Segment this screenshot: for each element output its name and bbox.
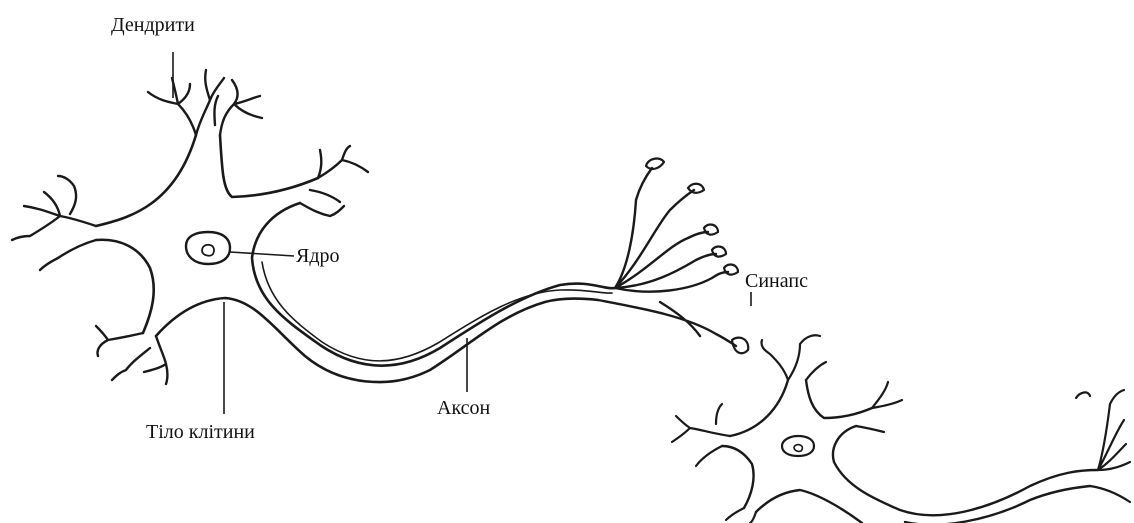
first-nucleus bbox=[186, 232, 230, 264]
first-neuron bbox=[12, 70, 748, 384]
second-nucleus bbox=[782, 436, 814, 456]
axon-label: Аксон bbox=[437, 398, 490, 418]
nucleus-label: Ядро bbox=[296, 246, 340, 266]
dendrites-label: Дендрити bbox=[111, 15, 195, 35]
first-nucleolus bbox=[202, 245, 214, 256]
nucleus-pointer bbox=[230, 252, 294, 256]
top-dendrites bbox=[148, 70, 262, 135]
first-axon-terminals bbox=[598, 168, 736, 346]
second-neuron-soma bbox=[722, 380, 1098, 523]
second-nucleolus bbox=[794, 445, 802, 452]
first-neuron-soma bbox=[96, 135, 615, 382]
second-axon-terminals bbox=[1076, 390, 1130, 502]
first-axon-inner bbox=[262, 262, 612, 361]
cell-body-label: Тіло клітини bbox=[146, 422, 255, 442]
second-neuron bbox=[672, 335, 1130, 523]
left-dendrites bbox=[12, 176, 96, 270]
synapse-label: Синапс bbox=[745, 271, 808, 291]
